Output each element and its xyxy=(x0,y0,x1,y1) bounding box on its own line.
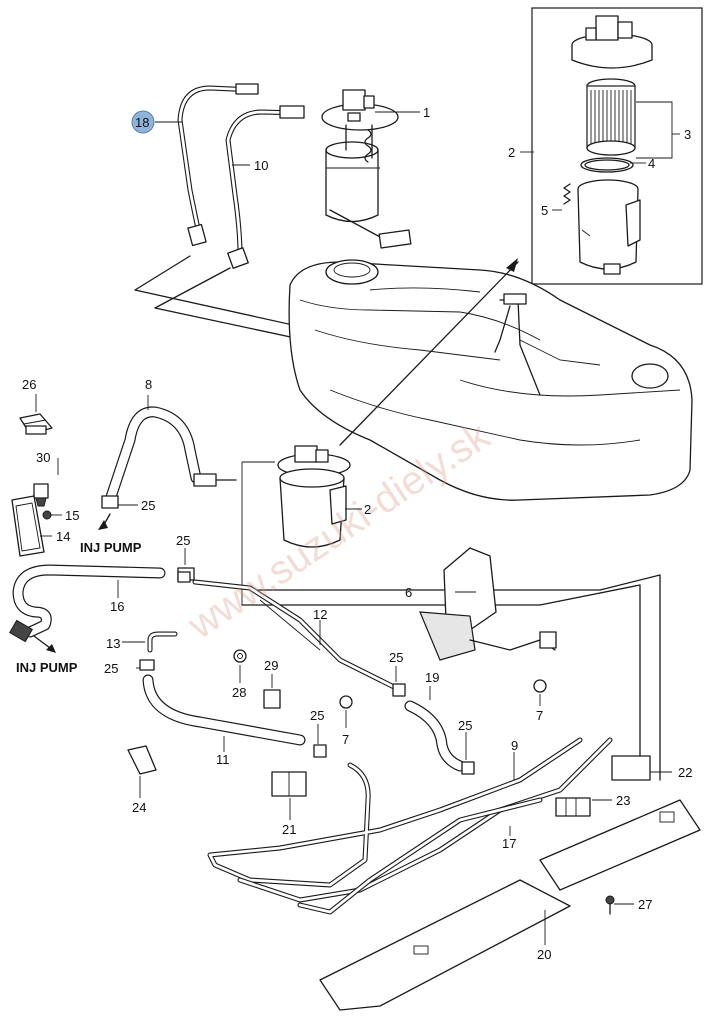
bracket-14 xyxy=(11,495,45,557)
grommet-7a xyxy=(339,695,353,709)
inset-pointer-line xyxy=(339,261,519,446)
fuel-pump-assembly-top xyxy=(321,89,412,249)
callout-15[interactable]: 15 xyxy=(65,508,79,523)
connection-lines-bottom xyxy=(241,574,661,781)
callout-26[interactable]: 26 xyxy=(22,377,36,392)
hose-11 xyxy=(142,674,306,746)
callout-7-a[interactable]: 7 xyxy=(342,732,349,747)
callout-21[interactable]: 21 xyxy=(282,822,296,837)
hose-18 xyxy=(177,83,259,247)
grommet-7b xyxy=(533,679,547,693)
hose-8 xyxy=(101,406,237,509)
fuel-tank xyxy=(288,259,693,501)
callout-25-b[interactable]: 25 xyxy=(176,533,190,548)
clip-29 xyxy=(263,689,281,709)
callout-14[interactable]: 14 xyxy=(56,529,70,544)
callout-30[interactable]: 30 xyxy=(36,450,50,465)
callout-20[interactable]: 20 xyxy=(537,947,551,962)
callout-19[interactable]: 19 xyxy=(425,670,439,685)
clip-24 xyxy=(127,745,157,775)
callout-25-e[interactable]: 25 xyxy=(310,708,324,723)
callout-6[interactable]: 6 xyxy=(405,585,412,600)
callout-18[interactable]: 18 xyxy=(135,115,149,130)
callout-9[interactable]: 9 xyxy=(511,738,518,753)
protector-20 xyxy=(319,879,571,1011)
callout-29[interactable]: 29 xyxy=(264,658,278,673)
callout-16[interactable]: 16 xyxy=(110,599,124,614)
protector-17 xyxy=(539,799,701,891)
fuel-pump-module-2 xyxy=(241,445,351,605)
grommet-28 xyxy=(233,649,247,663)
highlight-marker-18 xyxy=(131,110,155,134)
callout-2-inset[interactable]: 2 xyxy=(508,145,515,160)
callout-27[interactable]: 27 xyxy=(638,897,652,912)
clip-30 xyxy=(33,483,49,507)
inj-pump-arrow-2 xyxy=(46,644,56,653)
callout-7-b[interactable]: 7 xyxy=(536,708,543,723)
clip-22 xyxy=(611,755,651,781)
pipe-bundle-9-17 xyxy=(207,737,613,915)
canister-6 xyxy=(419,547,557,661)
callout-25-a[interactable]: 25 xyxy=(141,498,155,513)
screw-27 xyxy=(605,895,615,915)
clip-21 xyxy=(271,771,307,797)
callout-8[interactable]: 8 xyxy=(145,377,152,392)
leader-lines xyxy=(35,101,680,945)
callouts: 18 1 10 2 3 4 5 8 26 30 15 14 25 2 25 6 … xyxy=(22,105,692,962)
callout-2[interactable]: 2 xyxy=(364,502,371,517)
callout-23[interactable]: 23 xyxy=(616,793,630,808)
callout-13[interactable]: 13 xyxy=(106,636,120,651)
callout-28[interactable]: 28 xyxy=(232,685,246,700)
pump-detail-inset xyxy=(531,7,703,285)
clips-25 xyxy=(139,571,475,775)
connector-13 xyxy=(147,631,178,653)
callout-10[interactable]: 10 xyxy=(254,158,268,173)
hose-16 xyxy=(9,564,195,643)
screw-15 xyxy=(42,510,52,520)
callout-22[interactable]: 22 xyxy=(678,765,692,780)
clip-26 xyxy=(19,413,53,435)
hose-19 xyxy=(404,700,466,772)
callout-25-c[interactable]: 25 xyxy=(104,661,118,676)
callout-25-f[interactable]: 25 xyxy=(458,718,472,733)
callout-24[interactable]: 24 xyxy=(132,800,146,815)
callout-1[interactable]: 1 xyxy=(423,105,430,120)
inset-pointer-arrow xyxy=(506,258,518,272)
callout-5[interactable]: 5 xyxy=(541,203,548,218)
callout-17[interactable]: 17 xyxy=(502,836,516,851)
callout-4[interactable]: 4 xyxy=(648,156,655,171)
inj-pump-label-1: INJ PUMP xyxy=(80,540,142,555)
callout-12[interactable]: 12 xyxy=(313,607,327,622)
inj-pump-label-2: INJ PUMP xyxy=(16,660,78,675)
callout-3[interactable]: 3 xyxy=(684,127,691,142)
hose-10 xyxy=(225,105,305,269)
clip-23 xyxy=(555,797,591,817)
callout-25-d[interactable]: 25 xyxy=(389,650,403,665)
callout-11[interactable]: 11 xyxy=(216,752,230,767)
